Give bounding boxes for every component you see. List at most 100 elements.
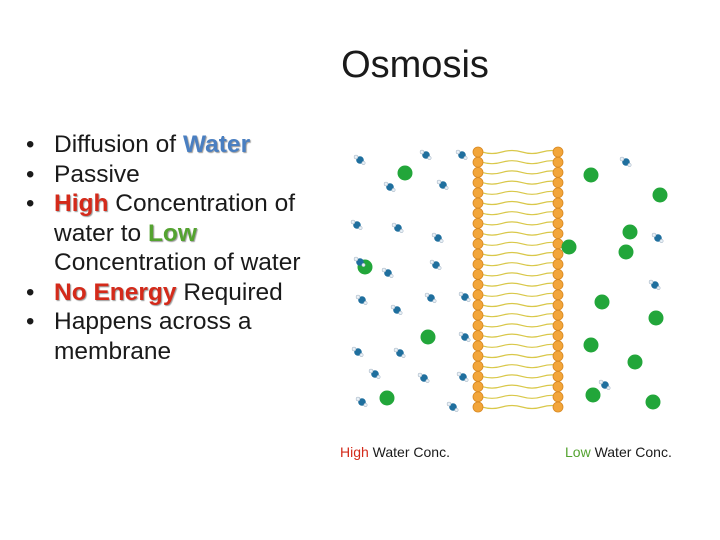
membrane-head xyxy=(552,146,564,158)
membrane-head xyxy=(472,197,484,209)
bullet-energy: • No Energy Required xyxy=(22,278,322,308)
membrane-head xyxy=(552,309,564,321)
membrane-head xyxy=(472,350,484,362)
membrane-head xyxy=(472,401,484,413)
water-hydrogen xyxy=(444,186,449,190)
solute-molecule xyxy=(379,390,395,406)
water-hydrogen xyxy=(446,401,452,407)
caption-text: Water Conc. xyxy=(368,444,450,460)
solute-molecule xyxy=(585,387,601,403)
water-hydrogen xyxy=(391,222,397,228)
membrane-tail xyxy=(481,313,563,318)
membrane-head xyxy=(552,197,564,209)
membrane-tail xyxy=(481,200,563,206)
solute-molecule xyxy=(594,294,610,310)
water-hydrogen xyxy=(417,372,423,378)
membrane-head xyxy=(552,289,564,301)
water-hydrogen xyxy=(363,301,368,305)
membrane-head xyxy=(552,248,564,260)
membrane-head xyxy=(472,177,484,188)
water-hydrogen xyxy=(432,299,437,303)
solute-molecule xyxy=(648,310,664,326)
water-hydrogen xyxy=(619,156,625,162)
membrane-tail xyxy=(481,160,563,165)
water-hydrogen xyxy=(455,149,461,155)
water-hydrogen xyxy=(429,259,435,265)
bullet-dot: • xyxy=(26,190,35,217)
membrane-tail xyxy=(481,149,563,155)
water-hydrogen xyxy=(358,226,363,230)
water-hydrogen xyxy=(401,354,406,358)
bullet-list: • Diffusion of Water • Passive • High Co… xyxy=(22,130,322,366)
membrane-head xyxy=(552,381,564,393)
bullet-text: Concentration of water xyxy=(54,249,301,276)
membrane-tail xyxy=(481,323,563,328)
membrane-head xyxy=(552,258,564,270)
membrane-head xyxy=(472,391,484,403)
water-hydrogen xyxy=(376,375,381,379)
membrane-head xyxy=(472,299,484,311)
water-hydrogen xyxy=(350,219,356,225)
membrane-head xyxy=(472,268,484,280)
water-hydrogen xyxy=(393,347,399,353)
water-hydrogen xyxy=(398,311,403,315)
water-hydrogen xyxy=(463,156,468,160)
water-hydrogen xyxy=(458,291,464,297)
membrane-tail xyxy=(481,384,563,389)
water-hydrogen xyxy=(456,371,462,377)
water-hydrogen xyxy=(399,229,404,233)
bullet-dot: • xyxy=(26,308,35,335)
water-hydrogen xyxy=(424,292,430,298)
bullet-diffusion: • Diffusion of Water xyxy=(22,130,322,160)
membrane-head xyxy=(552,167,564,178)
water-hydrogen xyxy=(361,161,366,165)
water-hydrogen xyxy=(659,239,664,243)
water-hydrogen xyxy=(598,379,604,385)
membrane-tail xyxy=(481,251,563,257)
emphasis-low: Low xyxy=(147,219,197,247)
bullet-text: Diffusion of xyxy=(54,131,183,158)
emphasis-high: High xyxy=(54,190,109,217)
membrane-head xyxy=(472,360,484,372)
water-hydrogen xyxy=(419,149,425,155)
water-hydrogen xyxy=(437,266,442,270)
membrane-head xyxy=(552,177,564,188)
membrane-head xyxy=(472,330,484,342)
water-hydrogen xyxy=(355,294,361,300)
membrane-head xyxy=(552,279,564,291)
solute-molecule xyxy=(583,337,599,353)
water-hydrogen xyxy=(439,239,444,243)
membrane-head xyxy=(472,381,484,393)
solute-molecule xyxy=(622,224,638,240)
solute-molecule xyxy=(652,187,668,203)
bullet-dot: • xyxy=(26,131,35,158)
membrane-tail xyxy=(481,190,563,195)
membrane-head xyxy=(472,319,484,331)
membrane-tail xyxy=(481,221,563,226)
caption-low: Low xyxy=(565,444,591,460)
membrane-head xyxy=(552,330,564,342)
bullet-text: Required xyxy=(176,278,283,306)
membrane-head xyxy=(552,228,564,239)
bullet-passive: • Passive xyxy=(22,160,322,190)
membrane-head xyxy=(472,279,484,291)
membrane-tail xyxy=(481,353,563,359)
water-hydrogen xyxy=(361,263,366,267)
slide-title: Osmosis xyxy=(341,44,489,86)
membrane-head xyxy=(552,340,564,352)
water-hydrogen xyxy=(389,274,394,278)
solute-molecule xyxy=(583,167,599,183)
membrane-head xyxy=(552,370,564,382)
membrane-head xyxy=(552,268,564,280)
emphasis-water: Water xyxy=(182,131,251,158)
membrane-head xyxy=(552,319,564,331)
high-water-caption: High Water Conc. xyxy=(340,444,450,460)
water-hydrogen xyxy=(363,403,368,407)
water-hydrogen xyxy=(381,267,387,273)
water-hydrogen xyxy=(464,378,469,382)
water-hydrogen xyxy=(391,188,396,192)
membrane-head xyxy=(472,218,484,229)
membrane-head xyxy=(472,228,484,239)
membrane-head xyxy=(552,238,564,250)
water-hydrogen xyxy=(359,353,364,357)
